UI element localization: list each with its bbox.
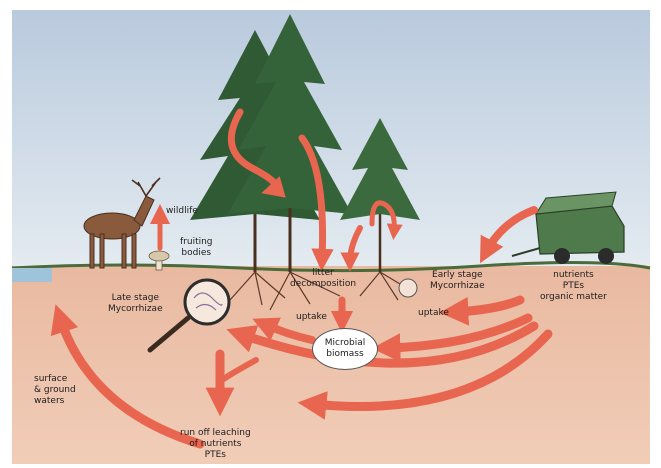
- label-run-off-leaching: run off leaching of nutrients PTEs: [180, 428, 251, 461]
- microbial-biomass-bubble: Microbial biomass: [312, 328, 378, 370]
- label-late-stage-mycorrhizae: Late stage Mycorrhizae: [108, 293, 163, 315]
- label-uptake-right: uptake: [418, 308, 449, 319]
- label-early-stage-mycorrhizae: Early stage Mycorrhizae: [430, 270, 485, 292]
- label-wildlife: wildlife: [166, 206, 198, 217]
- label-microbial-biomass: Microbial biomass: [325, 338, 365, 360]
- water-edge: [12, 268, 52, 282]
- label-inputs: nutrients PTEs organic matter: [540, 270, 607, 303]
- label-uptake-center: uptake: [296, 312, 327, 323]
- label-surface-ground-waters: surface & ground waters: [34, 374, 76, 407]
- label-fruiting-bodies: fruiting bodies: [180, 237, 213, 259]
- label-litter-decomposition: litter decomposition: [290, 268, 356, 290]
- root-detail: [399, 279, 417, 297]
